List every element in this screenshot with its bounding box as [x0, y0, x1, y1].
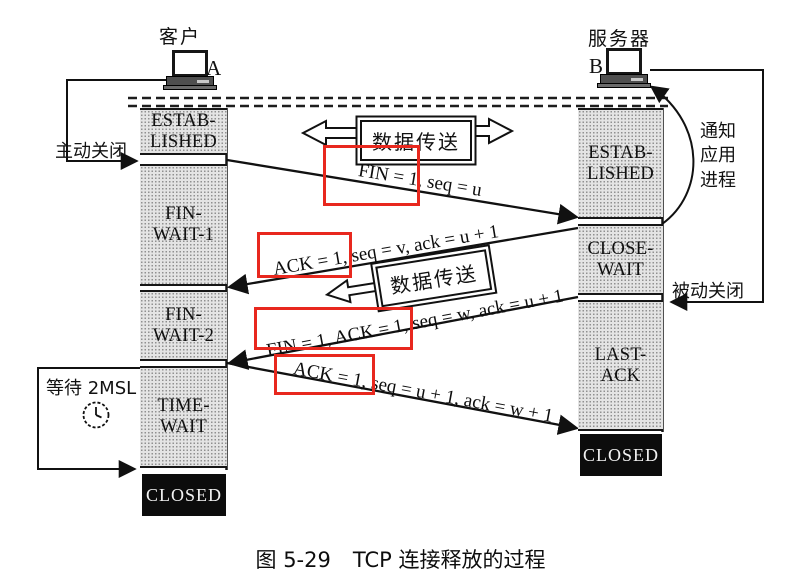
notify-application-label: 通知 应用 进程 — [700, 121, 736, 191]
server-computer-base — [600, 74, 648, 84]
client-computer-screen — [172, 50, 208, 77]
passive-close-path — [650, 69, 764, 311]
active-close-path — [66, 79, 170, 170]
client-computer-icon — [162, 50, 218, 90]
ack2-segment-arrow — [226, 361, 580, 435]
client-host-letter: A — [206, 56, 222, 80]
data-transfer-middle: 数据传送 — [322, 248, 493, 314]
server-computer-screen — [606, 48, 642, 75]
highlight-box-ack2 — [274, 354, 375, 395]
data-transfer-top: 数据传送 — [360, 120, 472, 161]
server-title: 服务器 — [588, 28, 652, 50]
figure-caption-number: 图 5-29 — [255, 548, 331, 572]
server-state-closed: CLOSED — [580, 434, 662, 476]
highlight-box-ack1 — [257, 232, 352, 278]
fin-ack-segment-arrow — [226, 295, 579, 370]
client-state-fin-wait-2: FIN- WAIT-2 — [140, 290, 227, 361]
data-transfer-middle-arrow — [324, 278, 379, 304]
wait-2msl-path — [37, 367, 140, 478]
notify-application-curve — [649, 85, 695, 225]
server-host-letter: B — [589, 54, 604, 78]
client-state-fin-wait-1: FIN- WAIT-1 — [140, 164, 227, 286]
server-computer-icon — [596, 48, 652, 88]
wait-2msl-label: 等待 2MSL — [46, 378, 137, 399]
server-state-close-wait: CLOSE- WAIT — [578, 224, 663, 295]
highlight-box-fin — [323, 145, 420, 206]
client-state-closed: CLOSED — [142, 474, 226, 516]
client-title: 客户 — [159, 26, 202, 48]
client-state-time-wait: TIME- WAIT — [140, 366, 227, 468]
active-close-label: 主动关闭 — [55, 141, 127, 162]
figure-caption-title: TCP 连接释放的过程 — [352, 548, 546, 572]
data-transfer-top-box: 数据传送 — [360, 120, 472, 161]
client-computer-base — [166, 76, 214, 86]
data-transfer-left-arrow — [300, 119, 359, 147]
server-state-established: ESTAB- LISHED — [578, 108, 663, 219]
figure-caption: 图 5-29 TCP 连接释放的过程 — [0, 544, 801, 574]
server-state-last-ack: LAST- ACK — [578, 300, 663, 431]
fin-segment-arrow — [226, 158, 580, 225]
highlight-box-fin-ack — [254, 307, 413, 350]
clock-icon — [82, 401, 110, 429]
client-state-established: ESTAB- LISHED — [140, 108, 227, 155]
passive-close-label: 被动关闭 — [672, 281, 744, 302]
